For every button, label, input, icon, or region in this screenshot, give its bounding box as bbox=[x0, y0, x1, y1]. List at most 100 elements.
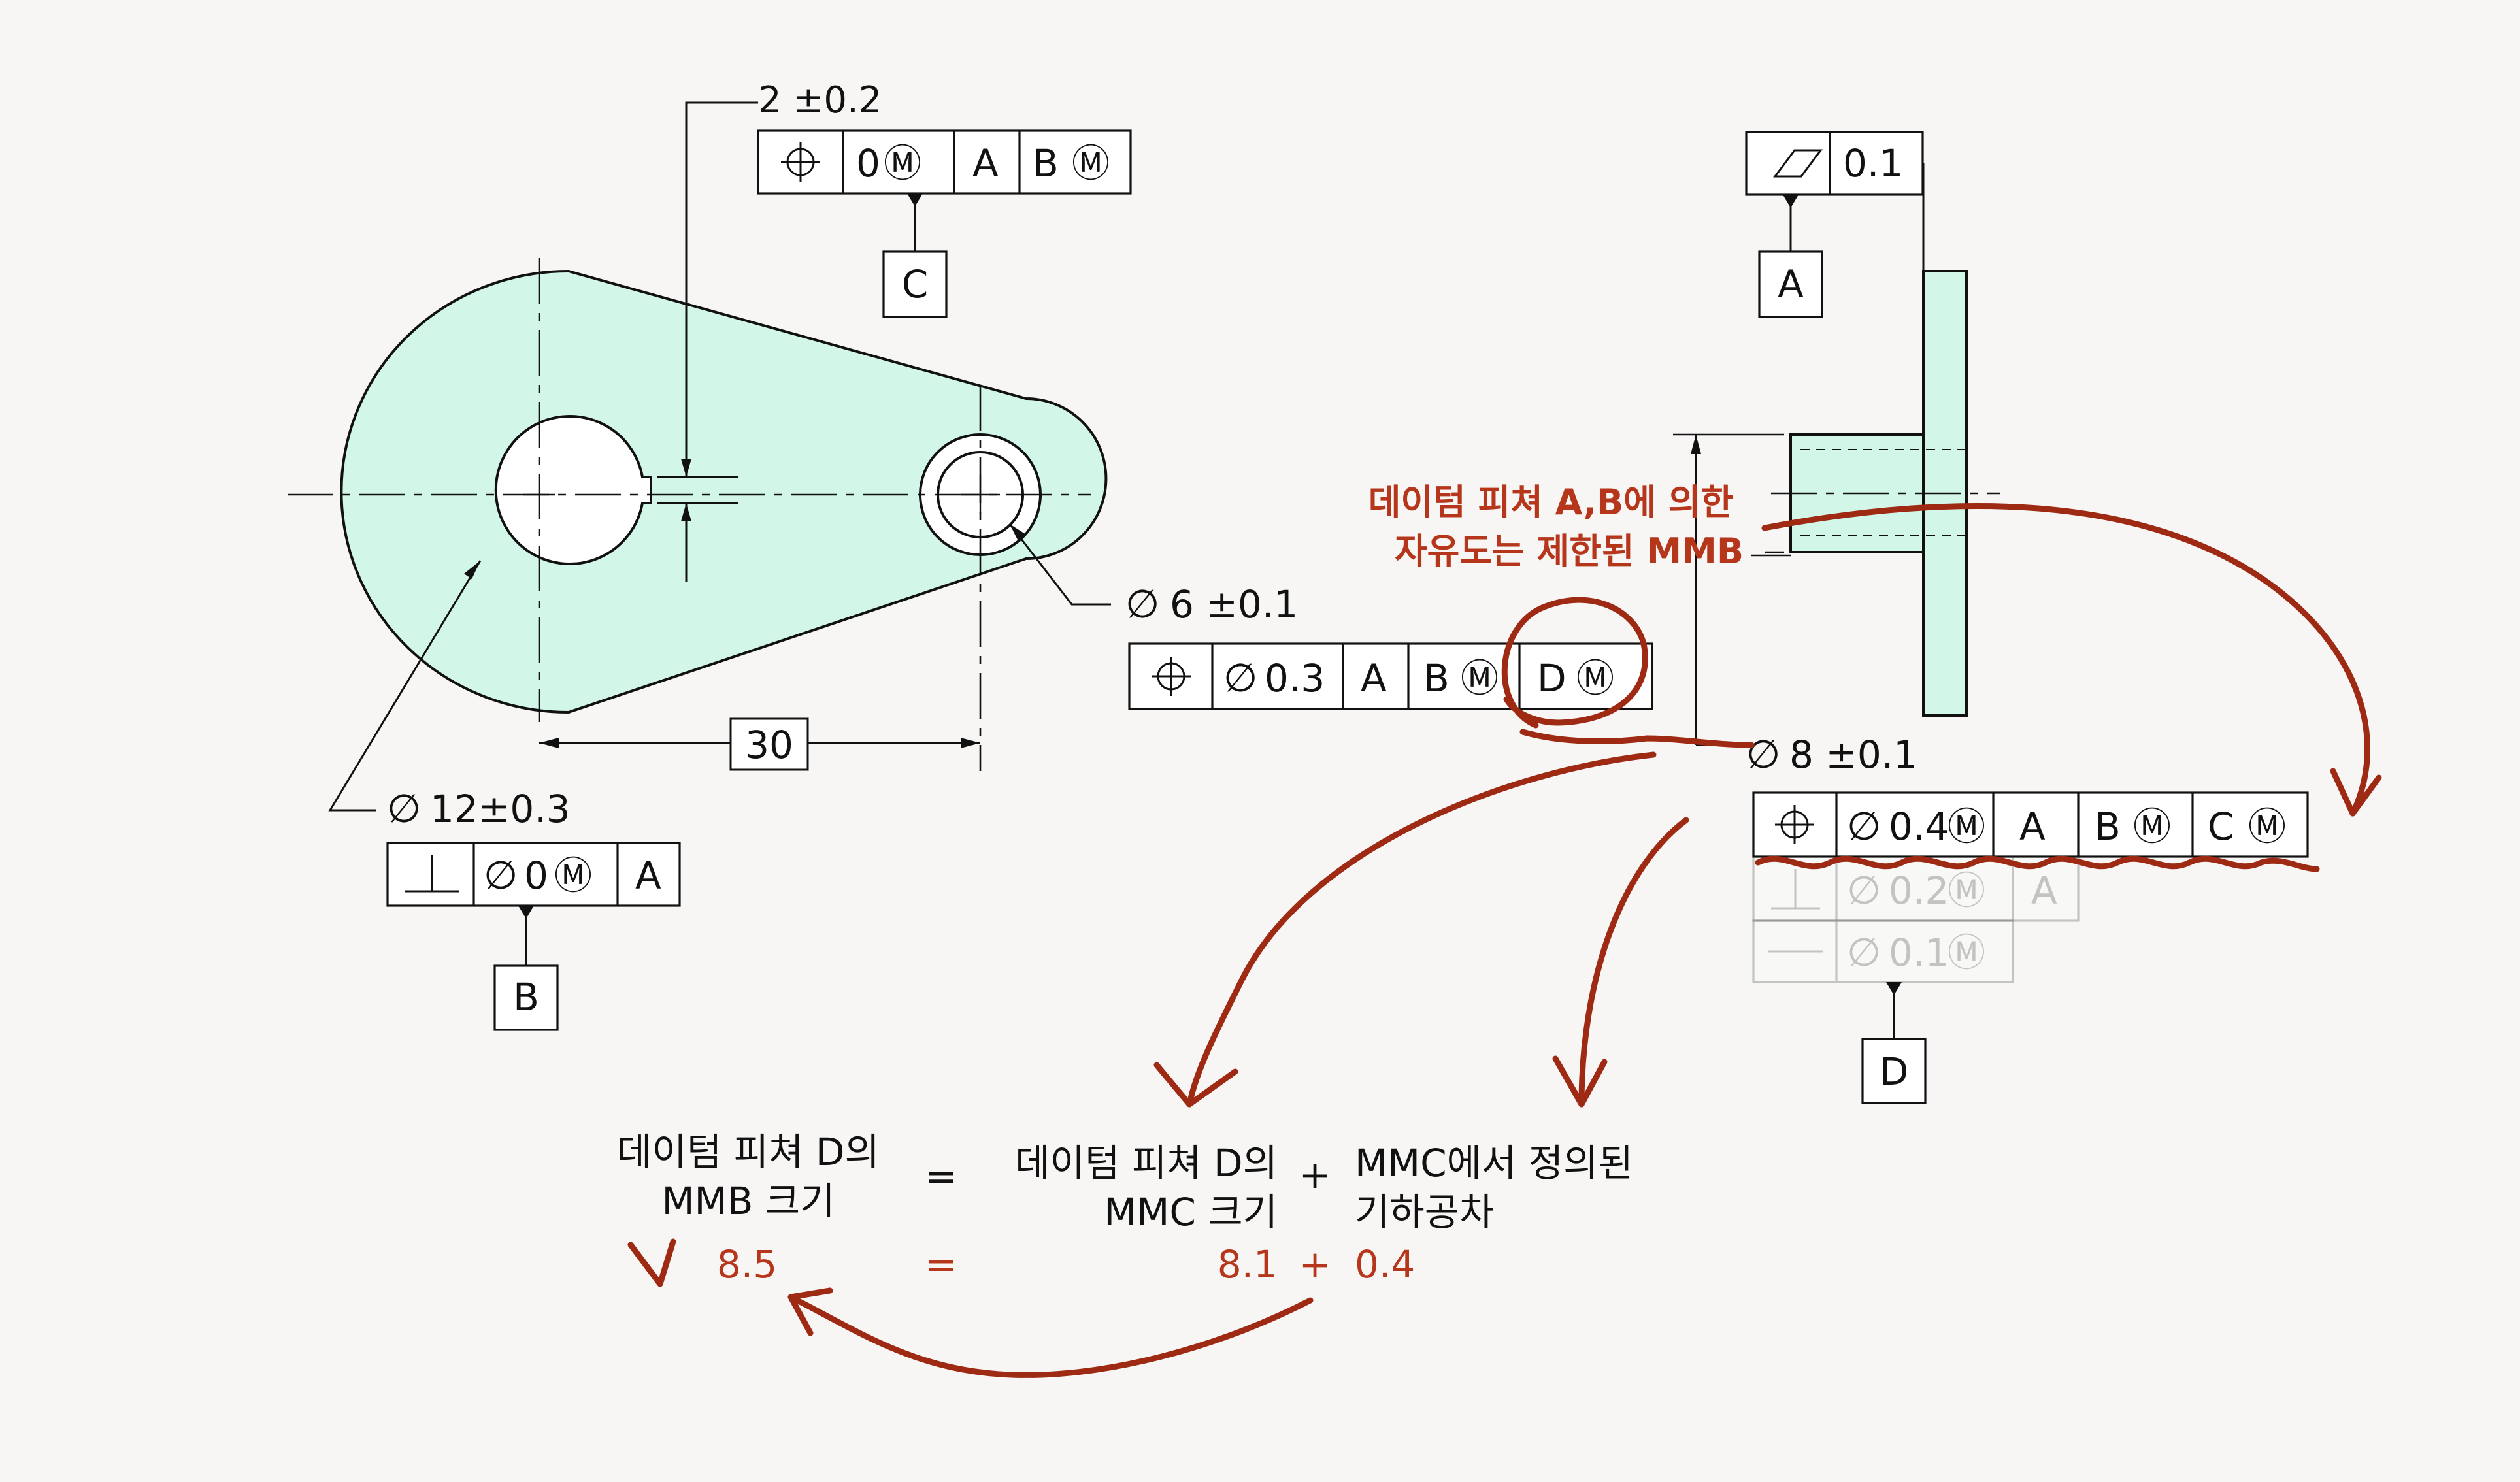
keyway-fcf-datum-b: B bbox=[1033, 141, 1059, 186]
datum-d-triangle bbox=[1886, 982, 1902, 995]
small-hole-fcf-datum-d: D bbox=[1537, 656, 1567, 700]
plus-to-lhs-arrow bbox=[788, 1294, 1314, 1378]
small-hole-fcf-tolerance: 0.3 bbox=[1265, 656, 1325, 700]
keyway-callout: 2 ±0.2 0 Ⓜ A B Ⓜ C bbox=[657, 79, 1132, 582]
bore-fcf bbox=[386, 842, 681, 907]
eq-val-lhs: 8.5 bbox=[717, 1242, 777, 1287]
keyway-fcf-datum-a: A bbox=[972, 141, 999, 186]
eq-val-term1: 8.1 bbox=[1218, 1242, 1278, 1287]
flatness-fcf bbox=[1745, 131, 1924, 196]
eq-lhs-line1: 데이텀 피쳐 D의 bbox=[617, 1130, 880, 1174]
fcf-to-term2-arrowhead bbox=[1552, 1055, 1608, 1108]
keyway-arrow-bottom bbox=[681, 503, 691, 521]
spacing-dim-box bbox=[729, 717, 809, 771]
bore-dim-text: 12±0.3 bbox=[430, 787, 571, 831]
mmc-icon: Ⓜ bbox=[1576, 656, 1614, 700]
keyway-arrow-top bbox=[681, 459, 691, 477]
flatness-callout: 0.1 A bbox=[1745, 131, 1925, 318]
datum-a-triangle bbox=[1783, 195, 1799, 208]
datum-b-triangle bbox=[518, 906, 534, 919]
boss-fcf-datum-c: C bbox=[2208, 804, 2234, 849]
diameter-icon: ∅ bbox=[1746, 732, 1780, 778]
boss-fcf-group: ∅ 0.4 Ⓜ A B Ⓜ C Ⓜ ∅ 0.2 Ⓜ A ∅ 0.1 Ⓜ bbox=[1752, 791, 2309, 1104]
diameter-icon: ∅ bbox=[1847, 930, 1881, 976]
eq-term1-line2: MMC 크기 bbox=[1104, 1190, 1278, 1234]
mmc-icon: Ⓜ bbox=[2248, 804, 2286, 849]
mmc-icon: Ⓜ bbox=[554, 853, 592, 898]
small-hole-callout: ∅ 6 ±0.1 ∅ 0.3 A B Ⓜ D Ⓜ bbox=[1008, 523, 1653, 710]
eq-term2-line2: 기하공차 bbox=[1355, 1190, 1494, 1234]
datum-b-label: B bbox=[513, 975, 539, 1019]
mmc-icon: Ⓜ bbox=[1072, 141, 1110, 186]
datum-a-label: A bbox=[1778, 262, 1804, 306]
keyway-fcf-tolerance: 0 bbox=[856, 141, 880, 186]
datum-a-box bbox=[1758, 250, 1823, 318]
eq-plus: + bbox=[1299, 1153, 1331, 1197]
spacing-dim-text: 30 bbox=[745, 723, 793, 767]
keyway-leader bbox=[685, 101, 758, 477]
spacing-arrow-right bbox=[961, 738, 980, 748]
boss-fcf-datum-b: B bbox=[2095, 804, 2121, 849]
circle-to-boss-stroke bbox=[1519, 729, 1755, 748]
boss-fcf-faded2-tolerance: 0.1 bbox=[1889, 930, 1949, 975]
side-view bbox=[1771, 270, 2000, 717]
perpendicularity-icon bbox=[405, 855, 459, 893]
position-icon bbox=[781, 142, 820, 182]
boss-fcf-tolerance: 0.4 bbox=[1889, 804, 1949, 849]
small-hole-fcf-datum-b: B bbox=[1423, 656, 1450, 700]
mmb-note-line2: 자유도는 제한된 MMB bbox=[1395, 531, 1744, 572]
small-hole-dim-text: 6 ±0.1 bbox=[1170, 582, 1298, 627]
red-annotations bbox=[627, 502, 2382, 1378]
spacing-arrow-left bbox=[539, 738, 559, 748]
strikethrough-wave bbox=[1755, 855, 2320, 872]
datum-c-triangle bbox=[907, 193, 923, 206]
mmb-note: 데이텀 피쳐 A,B에 의한 자유도는 제한된 MMB bbox=[1368, 482, 1791, 572]
datum-b-box bbox=[493, 964, 559, 1031]
diameter-icon: ∅ bbox=[1223, 655, 1257, 701]
mmc-icon: Ⓜ bbox=[1948, 930, 1985, 975]
small-hole-leader-arrow bbox=[1010, 524, 1026, 541]
mmc-icon: Ⓜ bbox=[1461, 656, 1499, 700]
bore-callout: ∅ 12±0.3 ∅ 0 Ⓜ A B bbox=[328, 560, 681, 1031]
boss-fcf-faded1-tolerance: 0.2 bbox=[1889, 868, 1949, 913]
position-icon bbox=[1152, 657, 1191, 696]
datum-c-box bbox=[882, 250, 948, 318]
mmb-note-line1: 데이텀 피쳐 A,B에 의한 bbox=[1368, 482, 1733, 523]
mmc-icon: Ⓜ bbox=[1948, 868, 1985, 913]
boss-to-term1-arrow bbox=[1186, 751, 1657, 1108]
mmc-icon: Ⓜ bbox=[884, 141, 921, 186]
bore-fcf-datum-a: A bbox=[635, 853, 661, 898]
note-to-fcf-arrow bbox=[1761, 502, 2370, 817]
keyway-dim-text: 2 ±0.2 bbox=[758, 79, 882, 122]
boss-dim-text: 8 ±0.1 bbox=[1789, 733, 1917, 777]
bore-leader-arrow bbox=[464, 561, 480, 579]
eq-equals: = bbox=[925, 1154, 957, 1198]
plus-to-lhs-arrowhead bbox=[788, 1287, 833, 1336]
flatness-icon bbox=[1773, 149, 1823, 178]
position-icon bbox=[1775, 805, 1814, 844]
diameter-icon: ∅ bbox=[1125, 582, 1159, 627]
eq-lhs-line2: MMB 크기 bbox=[661, 1179, 835, 1223]
boss-fcf-faded1-datum: A bbox=[2031, 868, 2057, 913]
flatness-tolerance: 0.1 bbox=[1843, 141, 1903, 186]
diameter-icon: ∅ bbox=[484, 853, 518, 898]
bore-leader bbox=[328, 560, 482, 812]
spacing-dimension: 30 bbox=[539, 717, 980, 771]
boss-fcf-faded-row-2: ∅ 0.1 Ⓜ bbox=[1752, 919, 2014, 983]
datum-d-box bbox=[1861, 1038, 1927, 1104]
boss-arrow bbox=[1691, 435, 1701, 454]
bore-hole bbox=[494, 415, 652, 565]
circle-scribble bbox=[1501, 597, 1648, 729]
small-hole-fcf-datum-a: A bbox=[1361, 656, 1387, 700]
boss-fcf-datum-a: A bbox=[2019, 804, 2046, 849]
fcf-to-term2-arrow bbox=[1578, 817, 1689, 1108]
mmc-icon: Ⓜ bbox=[1948, 804, 1985, 849]
plate-front-view bbox=[288, 258, 1108, 771]
eq-val-equals: = bbox=[925, 1242, 957, 1287]
diameter-icon: ∅ bbox=[387, 786, 421, 832]
datum-c-label: C bbox=[902, 262, 929, 306]
mmc-icon: Ⓜ bbox=[2133, 804, 2171, 849]
diameter-icon: ∅ bbox=[1847, 804, 1881, 849]
note-to-fcf-arrowhead bbox=[2330, 768, 2382, 817]
